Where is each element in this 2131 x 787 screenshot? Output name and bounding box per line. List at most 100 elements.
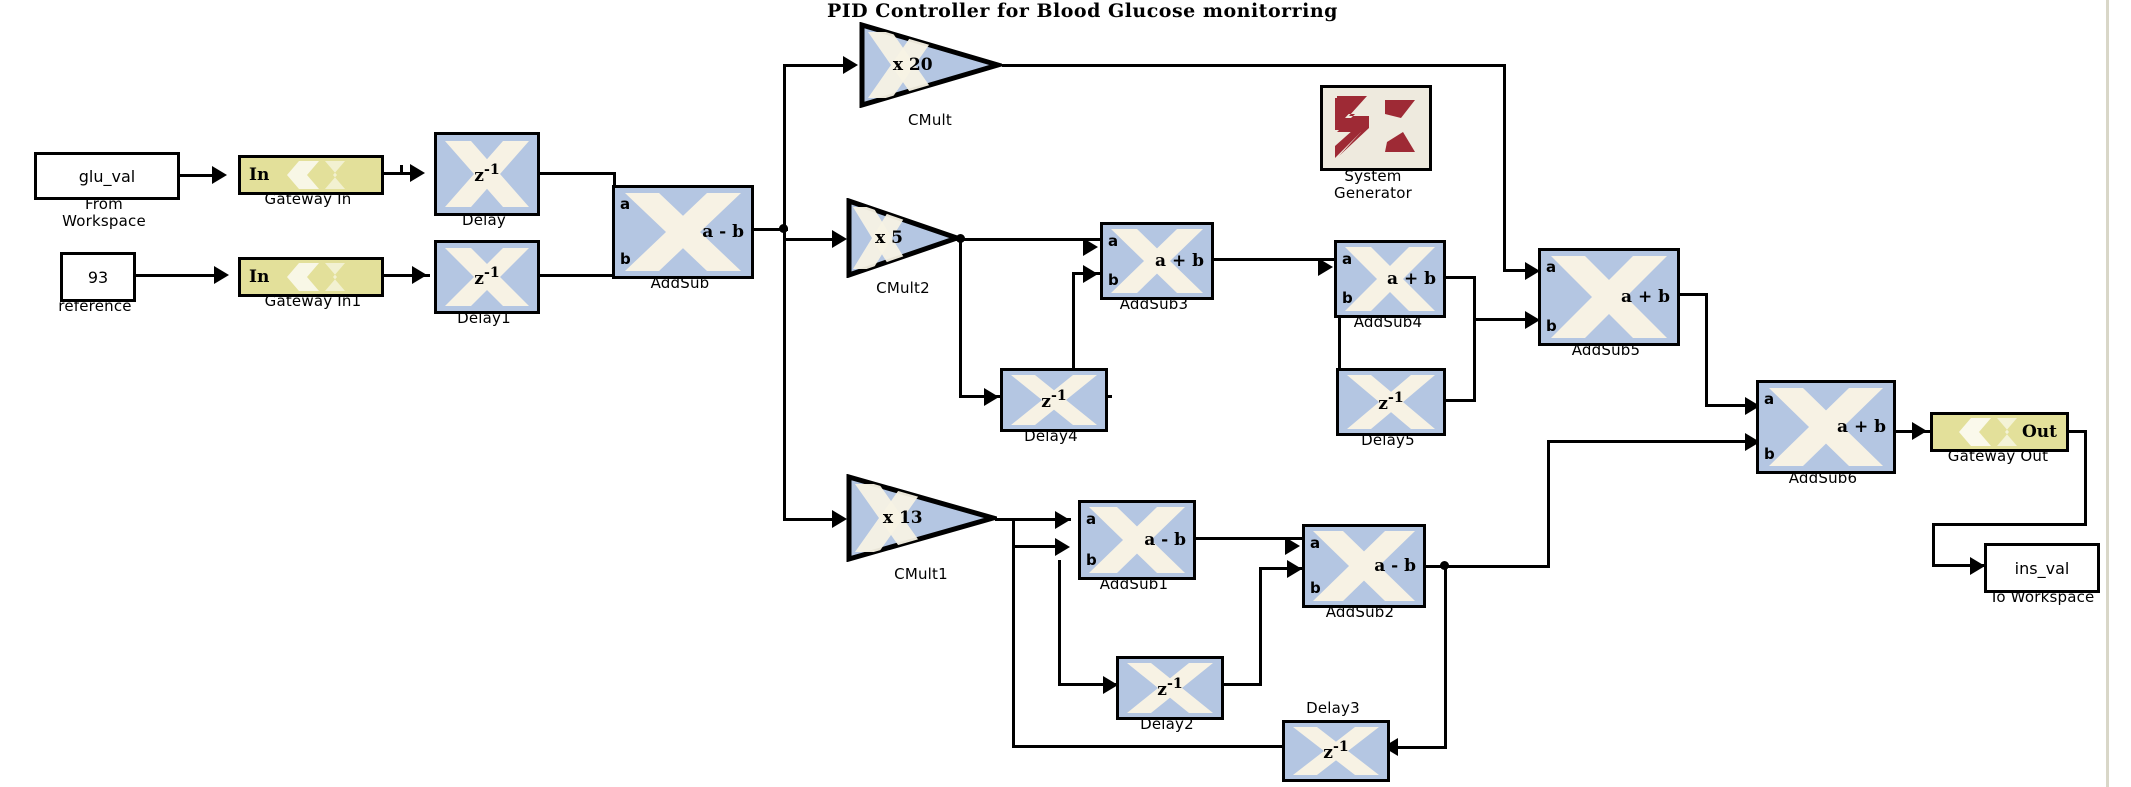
wire-cmult1-out [995, 518, 1071, 521]
gateway-in-port-label: In [249, 165, 270, 185]
wire-to-cmult [783, 64, 855, 67]
block-gateway-out[interactable]: Out [1930, 412, 2069, 452]
wire-gatewayout-down [2084, 430, 2087, 526]
wire-cmult1-bottom-h [1012, 745, 1282, 748]
reference-value: 93 [87, 267, 109, 287]
block-cmult2[interactable]: x 5 [845, 198, 961, 278]
wire-addsub3-to-addsub4-a [1208, 258, 1334, 261]
arrowhead [1525, 311, 1540, 329]
block-label-addsub5: AddSub5 [1571, 341, 1641, 359]
block-label-from-workspace: From Workspace [62, 195, 146, 231]
block-delay2[interactable]: z-1 [1116, 656, 1224, 720]
cmult-gain: x 20 [892, 55, 933, 75]
xilinx-watermark-icon [241, 260, 381, 294]
block-label-to-workspace: To Workspace [1989, 588, 2095, 606]
to-workspace-value: ins_val [2014, 558, 2070, 578]
addsub5-op: a + b [1621, 287, 1670, 307]
wire-to-cmult2 [783, 238, 843, 241]
wire-addsub1-to-delay2-h [1058, 683, 1118, 686]
block-label-delay4: Delay4 [1024, 427, 1078, 445]
block-label-delay3: Delay3 [1306, 699, 1360, 717]
wire-addsub5-to-addsub6-h [1705, 404, 1757, 407]
arrowhead [1970, 557, 1985, 575]
addsub6-op: a + b [1837, 417, 1886, 437]
arrowhead [410, 164, 425, 182]
block-addsub6[interactable]: a b a + b [1756, 380, 1896, 474]
block-delay3[interactable]: z-1 [1282, 720, 1390, 782]
block-delay4[interactable]: z-1 [1000, 368, 1108, 432]
block-label-addsub2: AddSub2 [1325, 603, 1395, 621]
block-system-generator[interactable] [1320, 85, 1432, 171]
wire-cmult-to-addsub5 [1002, 64, 1506, 67]
arrowhead [1318, 258, 1333, 276]
block-addsub4[interactable]: a b a + b [1334, 240, 1446, 318]
block-cmult1[interactable]: x 13 [845, 474, 997, 562]
addsub-op: a - b [702, 222, 744, 242]
block-gateway-in1[interactable]: In [238, 257, 384, 297]
wire-toworkspace-down [1932, 523, 1935, 567]
block-gateway-in[interactable]: In [238, 155, 384, 195]
arrowhead [212, 166, 227, 184]
delay5-op: z-1 [1378, 390, 1404, 414]
wire-gatewayout-out [2063, 430, 2087, 433]
addsub6-port-b: b [1764, 445, 1775, 463]
addsub-port-a: a [620, 195, 631, 213]
block-addsub5[interactable]: a b a + b [1538, 248, 1680, 346]
wire-cmult-to-addsub5-v [1503, 64, 1506, 272]
arrowhead [1525, 262, 1540, 280]
wire-addsub5-to-addsub6-v [1705, 293, 1708, 407]
wire-addsub2-to-addsub6-h [1547, 440, 1759, 443]
addsub1-port-b: b [1086, 551, 1097, 569]
wire-fromworkspace-to-gatewayin [174, 174, 218, 177]
wire-to-cmult1 [783, 518, 843, 521]
delay3-op: z-1 [1323, 739, 1349, 763]
page-title: PID Controller for Blood Glucose monitor… [827, 0, 1338, 22]
block-label-addsub3: AddSub3 [1119, 295, 1189, 313]
wire-cmult2-to-delay4-h [959, 395, 1003, 398]
delay2-op: z-1 [1157, 676, 1183, 700]
wire-addsub-fanout-trunk [783, 64, 786, 520]
addsub2-port-a: a [1310, 534, 1321, 552]
block-cmult[interactable]: x 20 [858, 22, 1002, 108]
block-delay5[interactable]: z-1 [1336, 368, 1446, 436]
block-to-workspace[interactable]: ins_val [1984, 543, 2100, 593]
arrowhead [1103, 676, 1118, 694]
block-addsub2[interactable]: a b a - b [1302, 524, 1426, 608]
block-addsub3[interactable]: a b a + b [1100, 222, 1214, 300]
wire-addsub2-out [1420, 565, 1550, 568]
addsub2-op: a - b [1374, 556, 1416, 576]
block-from-workspace[interactable]: glu_val [34, 152, 180, 200]
wire-addsub4-to-addsub5-b [1473, 318, 1537, 321]
block-reference-constant[interactable]: 93 [60, 252, 136, 302]
block-label-addsub: AddSub [650, 274, 710, 292]
xilinx-watermark-icon [1933, 415, 2066, 449]
arrowhead [832, 510, 847, 528]
block-label-reference: reference [58, 297, 132, 315]
wire-delay2-to-addsub2-b-h [1259, 567, 1305, 570]
xilinx-watermark-icon [241, 158, 381, 192]
block-label-gateway-in: Gateway In [264, 190, 352, 208]
block-label-delay1: Delay1 [457, 309, 511, 327]
addsub3-op: a + b [1155, 251, 1204, 271]
block-label-system-generator: System Generator [1334, 167, 1412, 203]
wire-addsub2-to-delay3-h [1385, 746, 1447, 749]
block-addsub[interactable]: a b a - b [612, 185, 754, 279]
block-delay1[interactable]: z-1 [434, 240, 540, 314]
wire-delay5-feedback-v [1338, 288, 1341, 402]
wire-cmult2-out [955, 238, 1075, 241]
wire-delay1-to-addsub-b [534, 274, 616, 277]
block-label-delay: Delay [461, 211, 506, 229]
wire-reference-to-gatewayin1 [130, 274, 224, 277]
block-label-gateway-in1: Gateway In1 [264, 292, 362, 310]
addsub4-port-b: b [1342, 289, 1353, 307]
block-addsub1[interactable]: a b a - b [1078, 500, 1196, 580]
wire-delay3-to-addsub1-b-v [1012, 545, 1015, 745]
wire-cmult2-to-delay4-v [959, 238, 962, 398]
wire-delay3-to-addsub1-b-h [1012, 545, 1060, 548]
wire-to-toworkspace [1932, 564, 1984, 567]
arrowhead [1083, 238, 1098, 256]
addsub3-port-a: a [1108, 232, 1119, 250]
block-delay[interactable]: z-1 [434, 132, 540, 216]
wire-cmult-to-addsub5-h [1503, 269, 1537, 272]
